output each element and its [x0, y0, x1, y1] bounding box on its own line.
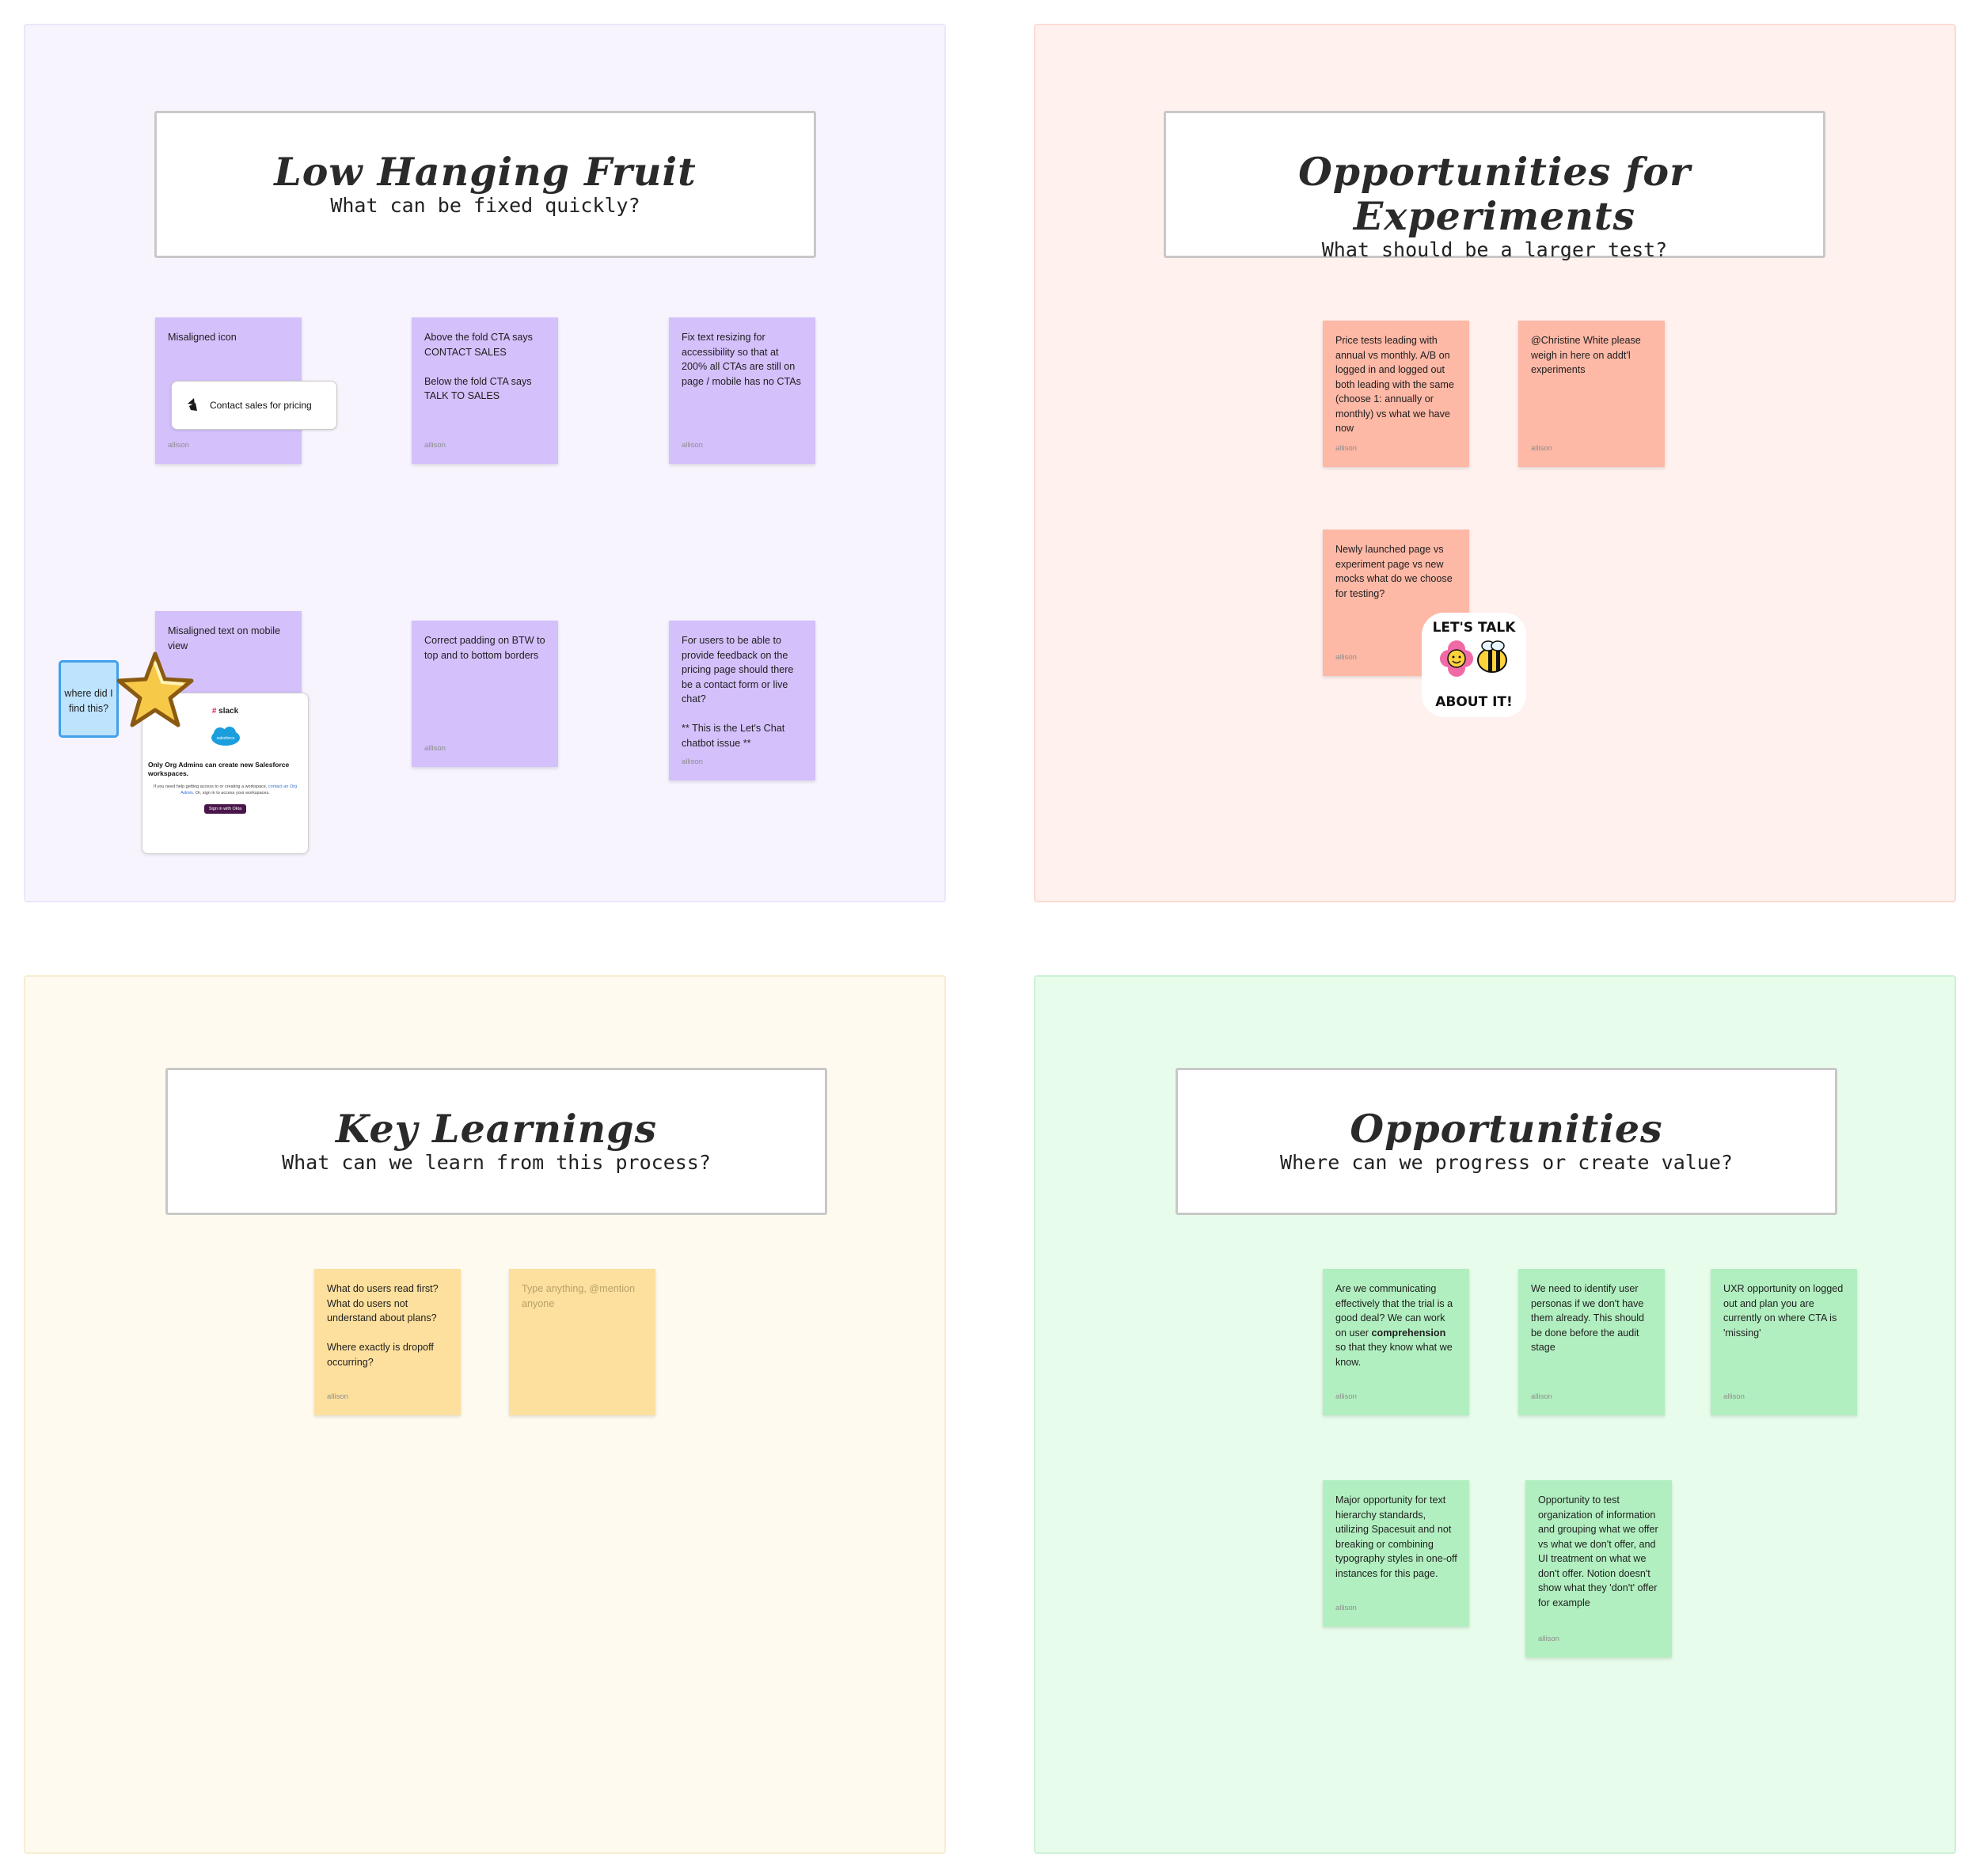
svg-text:salesforce: salesforce [216, 736, 234, 741]
sticky-author: allison [1531, 1392, 1552, 1401]
sticky-text: Above the fold CTA says CONTACT SALES Be… [424, 332, 533, 401]
sticky-text: Newly launched page vs experiment page v… [1335, 544, 1453, 599]
slack-screenshot[interactable]: # slack salesforce Only Org Admins can c… [142, 693, 309, 854]
sticky-note[interactable]: Price tests leading with annual vs month… [1323, 321, 1469, 467]
sticky-note[interactable]: Major opportunity for text hierarchy sta… [1323, 1480, 1469, 1627]
slack-heading: Only Org Admins can create new Salesforc… [148, 761, 290, 777]
sticky-note[interactable]: Opportunity to test organization of info… [1525, 1480, 1672, 1658]
section-title-card[interactable]: Opportunities Where can we progress or c… [1176, 1068, 1837, 1215]
sticky-author: allison [1723, 1392, 1745, 1401]
slack-logo: # slack [211, 707, 239, 716]
salesforce-cloud-icon: salesforce [211, 727, 240, 746]
slack-body: If you need help getting access to or cr… [154, 784, 297, 796]
svg-text:LET'S TALK: LET'S TALK [1433, 620, 1517, 636]
sticky-note-empty[interactable]: Type anything, @mention anyone [509, 1269, 655, 1415]
sign-in-okta-button[interactable]: Sign in with Okta [203, 804, 247, 814]
slack-hash-icon: # [211, 707, 217, 716]
contact-admin-link[interactable]: contact an Org Admin. [180, 784, 297, 796]
sticky-text: Opportunity to test organization of info… [1538, 1494, 1658, 1608]
sticky-author: allison [424, 743, 446, 753]
sticky-author: allison [682, 440, 703, 450]
sticky-text: Are we communicating effectively that th… [1335, 1283, 1453, 1368]
sticky-note[interactable]: Fix text resizing for accessibility so t… [669, 317, 815, 464]
section-title: Opportunities [1350, 1106, 1663, 1152]
sticky-text: Major opportunity for text hierarchy sta… [1335, 1494, 1457, 1579]
sticky-author: allison [1335, 652, 1357, 662]
sticky-note[interactable]: We need to identify user personas if we … [1518, 1269, 1665, 1415]
sticky-text: UXR opportunity on logged out and plan y… [1723, 1283, 1844, 1339]
section-subtitle: What should be a larger test? [1321, 238, 1668, 261]
svg-text:ABOUT IT!: ABOUT IT! [1435, 694, 1513, 710]
sticky-note[interactable]: Above the fold CTA says CONTACT SALES Be… [412, 317, 558, 464]
sticky-text: What do users read first? What do users … [327, 1283, 439, 1368]
blue-sticky-note[interactable]: where did I find this? [59, 660, 119, 738]
sticky-placeholder: Type anything, @mention anyone [522, 1283, 636, 1309]
sticky-author: allison [424, 440, 446, 450]
sticky-note[interactable]: @Christine White please weigh in here on… [1518, 321, 1665, 467]
sticky-note[interactable]: Are we communicating effectively that th… [1323, 1269, 1469, 1415]
section-title: Opportunities for Experiments [1298, 149, 1691, 239]
sticky-text: Misaligned icon [168, 332, 237, 343]
sticky-text: Misaligned text on mobile view [168, 625, 281, 651]
sticky-author: allison [682, 757, 703, 766]
flower-icon [1440, 640, 1473, 677]
section-subtitle: Where can we progress or create value? [1280, 1151, 1733, 1174]
sticky-note[interactable]: For users to be able to provide feedback… [669, 621, 815, 780]
section-title: Low Hanging Fruit [274, 149, 697, 195]
sticky-author: allison [327, 1392, 348, 1401]
sticky-author: allison [1335, 443, 1357, 453]
sticky-text: Correct padding on BTW to top and to bot… [424, 635, 545, 661]
sticky-note[interactable]: Correct padding on BTW to top and to bot… [412, 621, 558, 767]
sticky-author: allison [1531, 443, 1552, 453]
section-title-card[interactable]: Opportunities for Experiments What shoul… [1164, 111, 1825, 261]
lets-talk-sticker[interactable]: LET'S TALK ABOUT IT! [1419, 610, 1529, 720]
contact-sales-label: Contact sales for pricing [210, 400, 312, 411]
sticky-author: allison [1335, 1392, 1357, 1401]
sticky-text: We need to identify user personas if we … [1531, 1283, 1645, 1353]
section-subtitle: What can we learn from this process? [282, 1151, 711, 1174]
sticky-author: allison [1335, 1603, 1357, 1612]
sticky-note[interactable]: UXR opportunity on logged out and plan y… [1711, 1269, 1857, 1415]
sticky-author: allison [1538, 1634, 1559, 1643]
contact-sales-screenshot[interactable]: Contact sales for pricing [171, 381, 337, 430]
section-title: Key Learnings [335, 1106, 658, 1152]
sticky-text: Fix text resizing for accessibility so t… [682, 332, 801, 387]
sticky-text: @Christine White please weigh in here on… [1531, 335, 1641, 375]
sticky-text: For users to be able to provide feedback… [682, 635, 794, 749]
sticky-text: Price tests leading with annual vs month… [1335, 335, 1454, 434]
sticky-note[interactable]: What do users read first? What do users … [314, 1269, 461, 1415]
sticky-author: allison [168, 440, 189, 450]
section-title-card[interactable]: Low Hanging Fruit What can be fixed quic… [154, 111, 816, 258]
bee-icon [1477, 640, 1507, 673]
section-title-card[interactable]: Key Learnings What can we learn from thi… [165, 1068, 827, 1215]
sales-logo-icon [186, 397, 202, 415]
section-subtitle: What can be fixed quickly? [330, 194, 640, 217]
star-icon[interactable] [116, 649, 195, 736]
